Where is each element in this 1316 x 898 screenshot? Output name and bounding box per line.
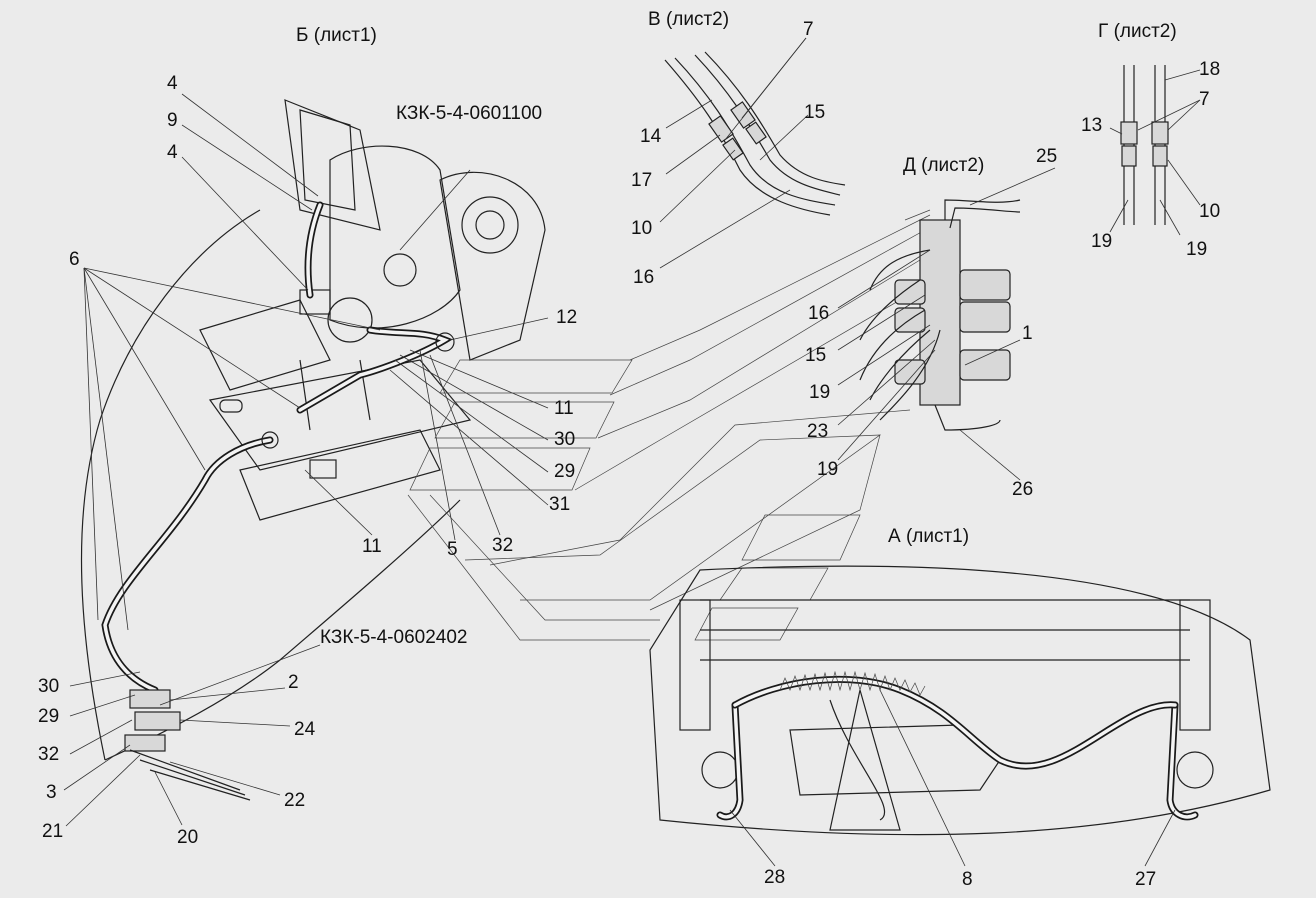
callout-label: 4 <box>167 73 178 94</box>
callout-label: 18 <box>1199 59 1221 80</box>
callout-label: 30 <box>554 429 576 450</box>
view-b-title: Б (лист1) <box>296 25 377 46</box>
view-v-hoses <box>659 37 846 269</box>
view-g-title: Г (лист2) <box>1098 21 1177 42</box>
callout-label: 7 <box>1199 89 1210 110</box>
callout-label: 3 <box>46 782 57 803</box>
callout-label: 32 <box>492 535 514 556</box>
callout-label: 15 <box>804 102 826 123</box>
callout-label: 11 <box>362 536 382 557</box>
leaders-b <box>63 93 549 827</box>
callout-label: 23 <box>807 421 829 442</box>
callout-label: 11 <box>554 398 574 419</box>
view-a-title: А (лист1) <box>888 526 970 547</box>
callout-label: 6 <box>69 249 80 270</box>
callout-label: 12 <box>556 307 578 328</box>
view-v-title: В (лист2) <box>648 9 730 30</box>
callout-label: 27 <box>1135 869 1157 890</box>
callout-label: 29 <box>554 461 576 482</box>
callout-label: 19 <box>817 459 839 480</box>
callout-label: 30 <box>38 676 60 697</box>
callout-label: 1 <box>1022 323 1033 344</box>
callout-label: 4 <box>167 142 178 163</box>
callout-label: 5 <box>447 539 458 560</box>
callout-label: 7 <box>803 19 814 40</box>
callout-label: 19 <box>1091 231 1113 252</box>
drawing-code-2: КЗК-5-4-0602402 <box>320 627 468 648</box>
callout-label: 22 <box>284 790 306 811</box>
callout-label: 10 <box>1199 201 1221 222</box>
callout-label: 21 <box>42 821 64 842</box>
callout-label: 15 <box>805 345 827 366</box>
callout-label: 31 <box>549 494 571 515</box>
view-a-axle <box>649 565 1271 867</box>
callout-label: 13 <box>1081 115 1103 136</box>
drawing-code-1: КЗК-5-4-0601100 <box>396 103 543 124</box>
view-g-hoses <box>1109 65 1201 236</box>
view-d-title: Д (лист2) <box>903 155 985 176</box>
callout-label: 2 <box>288 672 299 693</box>
left-hoses <box>101 201 455 801</box>
callout-label: 24 <box>294 719 316 740</box>
callout-label: 19 <box>1186 239 1208 260</box>
callout-label: 8 <box>962 869 973 890</box>
callout-label: 20 <box>177 827 199 848</box>
callout-label: 10 <box>631 218 653 239</box>
callout-label: 14 <box>640 126 662 147</box>
reference-plates <box>407 209 931 641</box>
callout-label: 32 <box>38 744 60 765</box>
callout-label: 26 <box>1012 479 1034 500</box>
callout-label: 28 <box>764 867 786 888</box>
callout-label: 29 <box>38 706 60 727</box>
callout-label: 16 <box>808 303 830 324</box>
callout-label: 16 <box>633 267 655 288</box>
callout-label: 17 <box>631 170 653 191</box>
callout-label: 9 <box>167 110 178 131</box>
callout-label: 25 <box>1036 146 1058 167</box>
view-d-valve <box>837 167 1056 481</box>
frame-outline <box>80 99 546 761</box>
callout-label: 19 <box>809 382 831 403</box>
